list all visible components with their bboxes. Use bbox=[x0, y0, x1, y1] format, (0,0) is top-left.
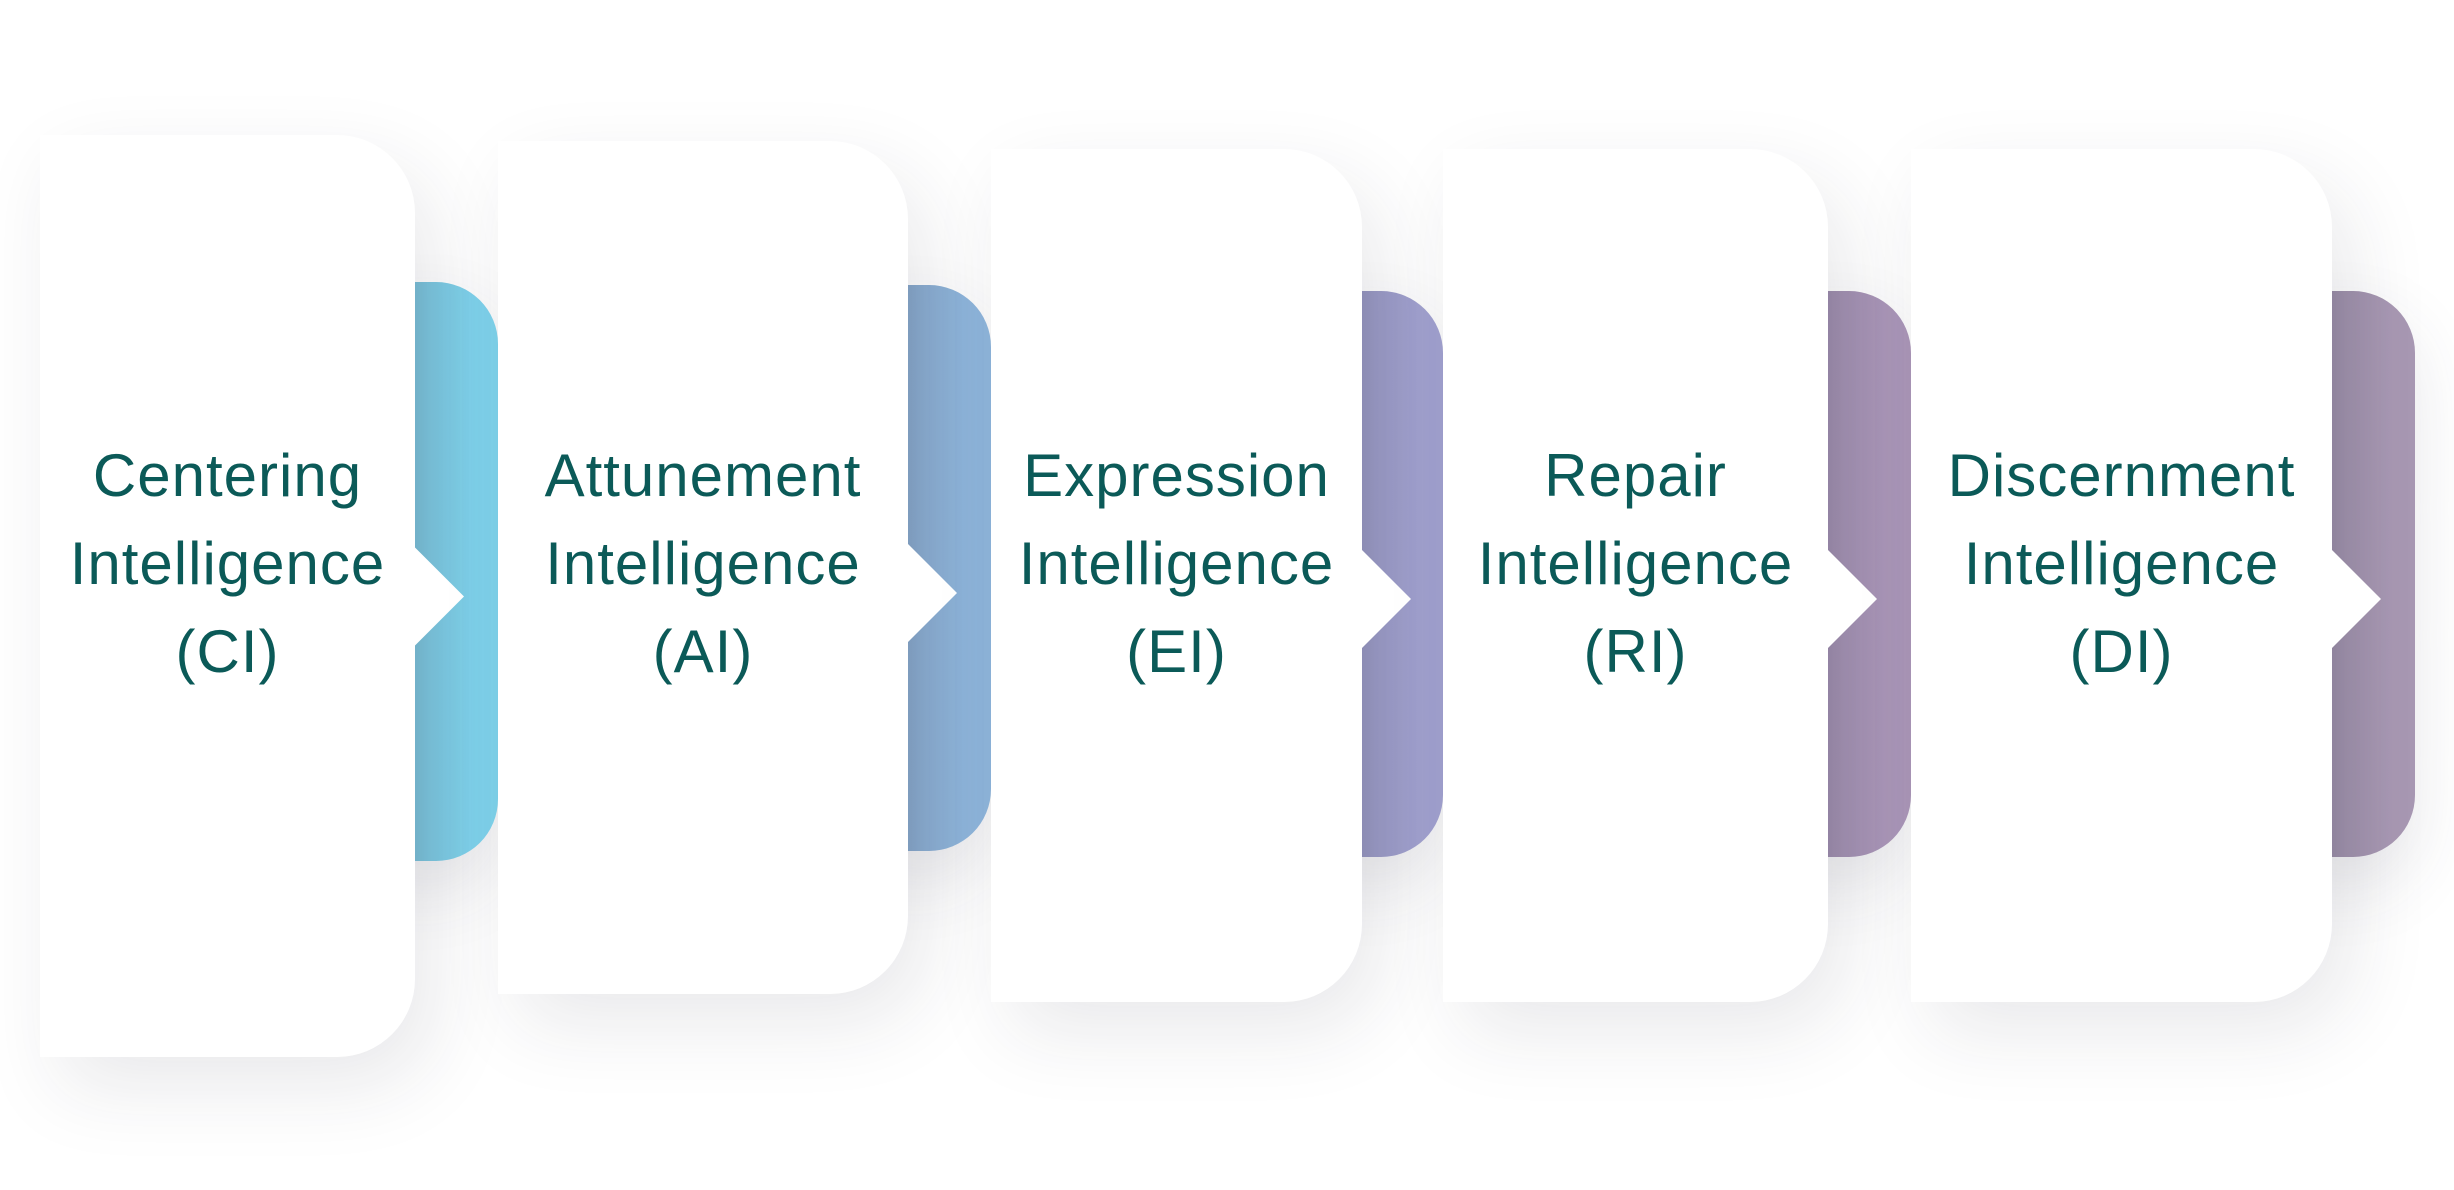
step-card bbox=[40, 135, 415, 1057]
step-title-line2: Intelligence bbox=[1477, 530, 1794, 597]
step-abbreviation: (EI) bbox=[1126, 618, 1227, 685]
step-title-line1: Repair bbox=[1544, 442, 1727, 509]
step-title-line2: Intelligence bbox=[1018, 530, 1335, 597]
step-title-line1: Expression bbox=[1023, 442, 1330, 509]
step-title-line2: Intelligence bbox=[69, 530, 386, 597]
step-card bbox=[991, 149, 1362, 1002]
step-card bbox=[1443, 149, 1828, 1002]
step-abbreviation: (CI) bbox=[175, 618, 280, 685]
step-title-line1: Discernment bbox=[1947, 442, 2296, 509]
step-card bbox=[498, 141, 908, 994]
step-title-line2: Intelligence bbox=[1963, 530, 2280, 597]
step-card bbox=[1911, 149, 2332, 1002]
step-title-line2: Intelligence bbox=[545, 530, 861, 597]
step-abbreviation: (AI) bbox=[652, 618, 754, 685]
step-title-line1: Centering bbox=[92, 442, 363, 509]
step-title-line1: Attunement bbox=[544, 442, 862, 509]
step-abbreviation: (DI) bbox=[2069, 618, 2174, 685]
step-abbreviation: (RI) bbox=[1583, 618, 1688, 685]
